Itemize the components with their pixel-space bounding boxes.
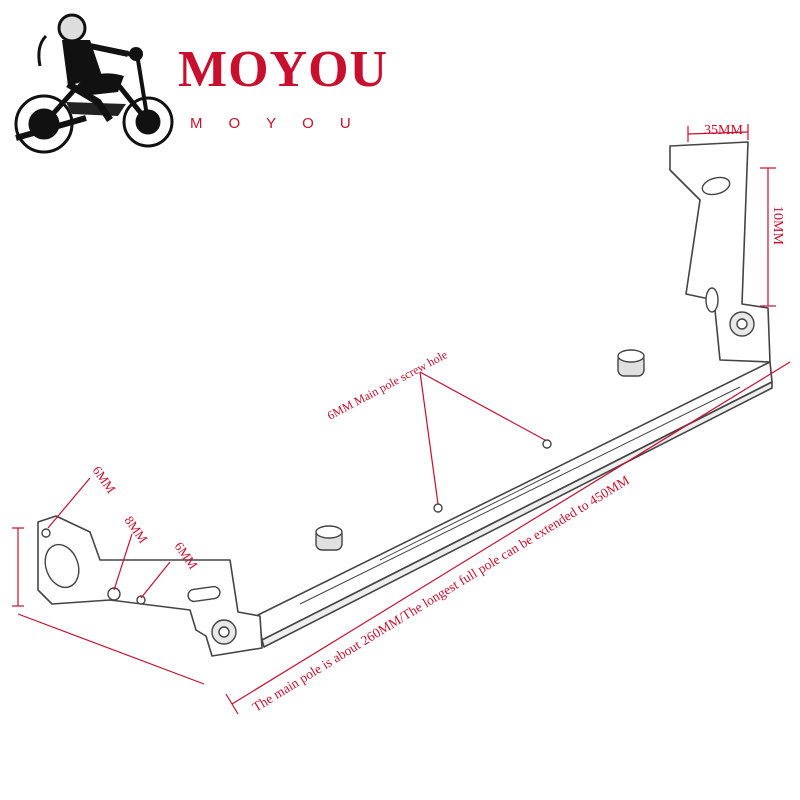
screw-hole: [107, 587, 121, 601]
slot-hole: [701, 176, 731, 196]
brand-subtitle: MOYOU: [190, 115, 377, 132]
brand-name: MOYOU: [178, 41, 389, 98]
dim-left-hole-2: 8MM: [122, 513, 152, 546]
bracket-holes: [41, 176, 755, 645]
dim-top-width: 35MM: [704, 123, 743, 138]
knob-top: [315, 525, 343, 539]
bolt-head: [736, 318, 748, 330]
dim-main-screw-hole: 6MM Main pole screw hole: [325, 347, 450, 422]
dimension-lines: [12, 124, 791, 715]
slot-hole: [187, 585, 221, 603]
dim-left-hole-1: 6MM: [90, 463, 120, 496]
bracket-part: [37, 141, 773, 657]
screw-hole: [433, 503, 443, 513]
motorcycle-rider-icon: [14, 13, 174, 154]
dim-top-height: 10MM: [770, 206, 785, 245]
screw-hole: [41, 528, 51, 538]
screw-hole: [136, 595, 146, 605]
screw-hole: [542, 439, 552, 449]
bolt-head: [218, 626, 230, 638]
slot-hole: [705, 287, 719, 313]
knob-top: [617, 349, 645, 363]
slot-hole: [44, 543, 80, 589]
